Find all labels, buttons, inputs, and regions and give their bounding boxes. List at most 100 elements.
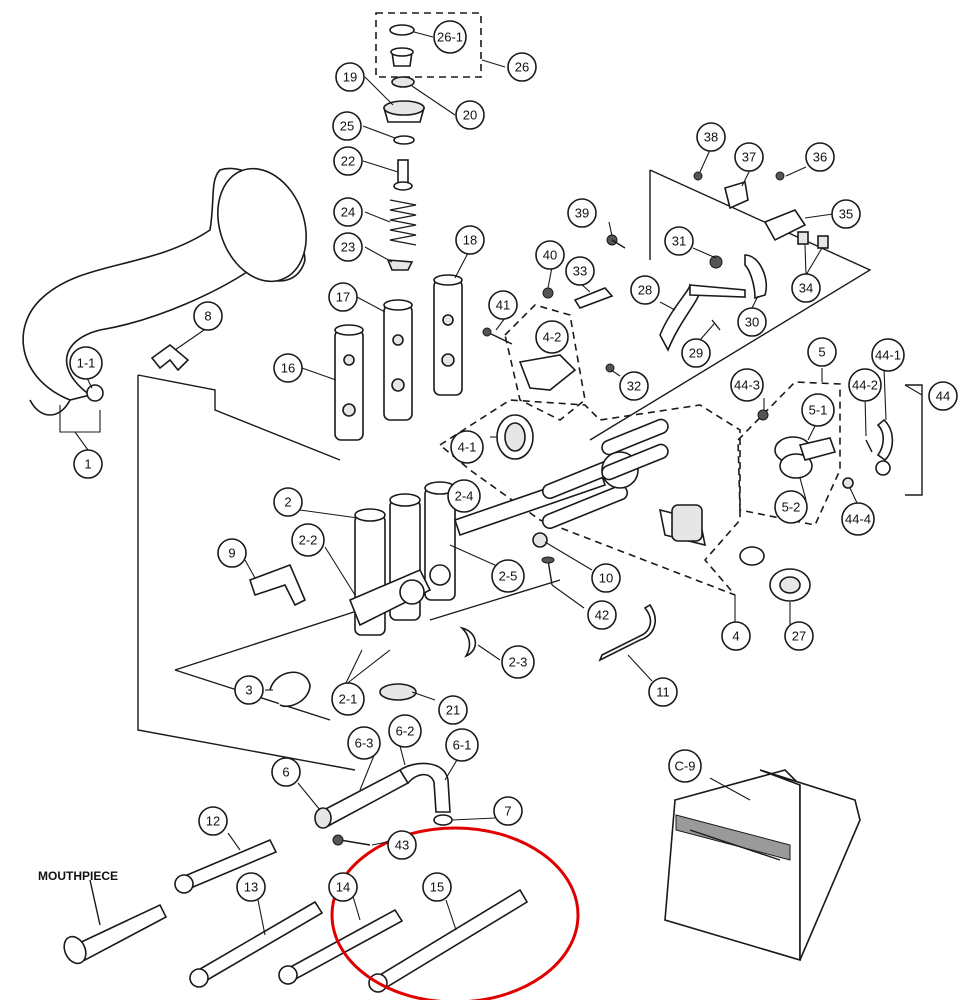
piston-16 xyxy=(334,324,364,441)
bracket-44 xyxy=(905,384,923,496)
callout-label: 16 xyxy=(281,361,295,376)
callout-37: 37 xyxy=(734,142,764,172)
callout-balloon xyxy=(488,290,518,320)
callout-label: 23 xyxy=(341,240,355,255)
callout-balloon xyxy=(455,225,485,255)
callout-balloon xyxy=(784,621,814,651)
callout-23: 23 xyxy=(333,232,363,262)
callout-C-9: C-9 xyxy=(668,749,702,783)
callout-balloon xyxy=(831,199,861,229)
bell-part xyxy=(22,167,307,416)
callout-label: 6-1 xyxy=(453,738,472,753)
callout-label: 32 xyxy=(627,379,641,394)
callout-40: 40 xyxy=(535,240,565,270)
callout-5-1: 5-1 xyxy=(801,393,835,427)
callout-label: 44-2 xyxy=(852,378,878,393)
callout-label: 38 xyxy=(704,130,718,145)
callout-label: 43 xyxy=(395,838,409,853)
callout-label: 4-2 xyxy=(543,330,562,345)
trigger-parts-upper xyxy=(542,171,829,373)
callout-label: 4 xyxy=(732,629,739,644)
callout-26-1: 26-1 xyxy=(433,20,467,54)
crescent-2-3 xyxy=(459,626,477,658)
piston-18 xyxy=(433,274,463,396)
callout-balloon xyxy=(217,538,247,568)
callout-44-3: 44-3 xyxy=(730,368,764,402)
bolt-41 xyxy=(482,327,513,345)
callout-44-2: 44-2 xyxy=(848,368,882,402)
washer-25 xyxy=(393,135,415,145)
callout-label: 27 xyxy=(792,629,806,644)
callout-1: 1 xyxy=(73,449,103,479)
screw-43 xyxy=(332,834,371,846)
frame-line-right xyxy=(589,169,872,441)
callout-balloon xyxy=(335,62,365,92)
callout-15: 15 xyxy=(422,872,452,902)
callout-balloon xyxy=(501,645,535,679)
valve-guide-23 xyxy=(386,259,414,271)
callout-balloon xyxy=(591,563,621,593)
callout-label: 4-1 xyxy=(458,440,477,455)
callout-balloon xyxy=(236,872,266,902)
callout-31: 31 xyxy=(664,226,694,256)
callout-2: 2 xyxy=(273,487,303,517)
callout-balloon xyxy=(447,479,481,513)
callout-6-2: 6-2 xyxy=(388,714,422,748)
rotor-assembly-5 xyxy=(757,409,894,489)
callout-label: 8 xyxy=(204,309,211,324)
callout-balloon xyxy=(587,600,617,630)
callout-26: 26 xyxy=(507,52,537,82)
callout-balloon xyxy=(445,728,479,762)
callout-balloon xyxy=(928,381,958,411)
callout-balloon xyxy=(331,682,365,716)
slide-assembly-4 xyxy=(541,418,669,530)
callout-label: 9 xyxy=(228,546,235,561)
callout-label: 2-5 xyxy=(499,569,518,584)
callout-2-2: 2-2 xyxy=(291,523,325,557)
callout-label: 6-3 xyxy=(355,736,374,751)
callout-balloon xyxy=(841,502,875,536)
callout-balloon xyxy=(438,695,468,725)
callout-label: 22 xyxy=(341,154,355,169)
callout-label: 13 xyxy=(244,880,258,895)
callout-44: 44 xyxy=(928,381,958,411)
callout-44-4: 44-4 xyxy=(841,502,875,536)
callout-balloon xyxy=(333,146,363,176)
callout-balloon xyxy=(648,677,678,707)
callout-balloon xyxy=(681,338,711,368)
callout-balloon xyxy=(273,487,303,517)
callout-4-1: 4-1 xyxy=(450,430,484,464)
callout-29: 29 xyxy=(681,338,711,368)
bracket-4-2 xyxy=(518,354,577,391)
callout-label: 2 xyxy=(284,495,291,510)
callout-balloon xyxy=(774,490,808,524)
spring-24 xyxy=(389,199,417,246)
callout-33: 33 xyxy=(565,256,595,286)
callout-19: 19 xyxy=(335,62,365,92)
callout-label: 20 xyxy=(463,108,477,123)
hook-11 xyxy=(598,603,656,662)
callout-28: 28 xyxy=(630,275,660,305)
callout-label: 17 xyxy=(336,290,350,305)
callout-balloon xyxy=(388,714,422,748)
callout-balloon xyxy=(333,232,363,262)
clip-9 xyxy=(248,563,307,607)
callout-18: 18 xyxy=(455,225,485,255)
callout-label: 24 xyxy=(341,205,355,220)
group-box-5 xyxy=(737,381,841,526)
callout-label: 1 xyxy=(84,457,91,472)
callout-balloon xyxy=(696,122,726,152)
callout-12: 12 xyxy=(198,806,228,836)
mouthpiece-label: MOUTHPIECE xyxy=(38,869,118,883)
crook-3 xyxy=(269,671,311,707)
callout-label: 26-1 xyxy=(437,30,463,45)
callout-balloon xyxy=(791,273,821,303)
group-box-4 xyxy=(438,399,741,596)
callout-label: 39 xyxy=(575,206,589,221)
group-box-4-2 xyxy=(504,304,586,421)
callout-balloon xyxy=(668,749,702,783)
callout-label: 44 xyxy=(936,389,950,404)
callout-label: 15 xyxy=(430,880,444,895)
callout-27: 27 xyxy=(784,621,814,651)
callout-9: 9 xyxy=(217,538,247,568)
